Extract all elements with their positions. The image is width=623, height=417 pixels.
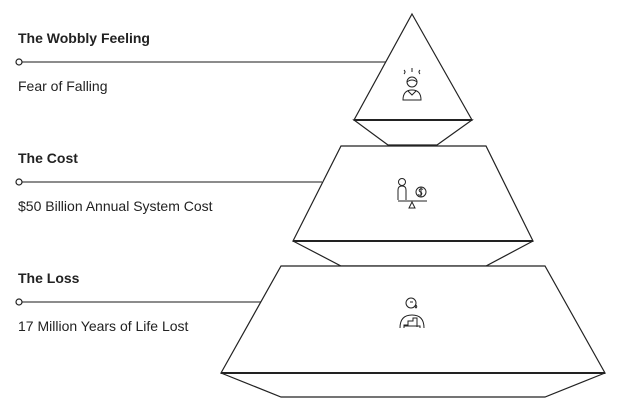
connector-1 — [15, 58, 386, 66]
connector-2 — [15, 178, 322, 186]
worried-person-icon — [402, 68, 422, 101]
tier-2-description: $50 Billion Annual System Cost — [18, 198, 213, 214]
pyramid-tier-1 — [352, 12, 474, 146]
tier-2-title: The Cost — [18, 150, 78, 166]
tier-1-title: The Wobbly Feeling — [18, 30, 150, 46]
person-money-scale-icon — [397, 178, 427, 209]
crying-person-chart-icon — [399, 297, 425, 329]
pyramid-tier-2 — [292, 145, 534, 267]
tier-3-description: 17 Million Years of Life Lost — [18, 318, 189, 334]
tier-3-title: The Loss — [18, 270, 80, 286]
tier-1-description: Fear of Falling — [18, 78, 108, 94]
connector-3 — [15, 298, 262, 306]
pyramid-tier-3 — [219, 265, 607, 398]
